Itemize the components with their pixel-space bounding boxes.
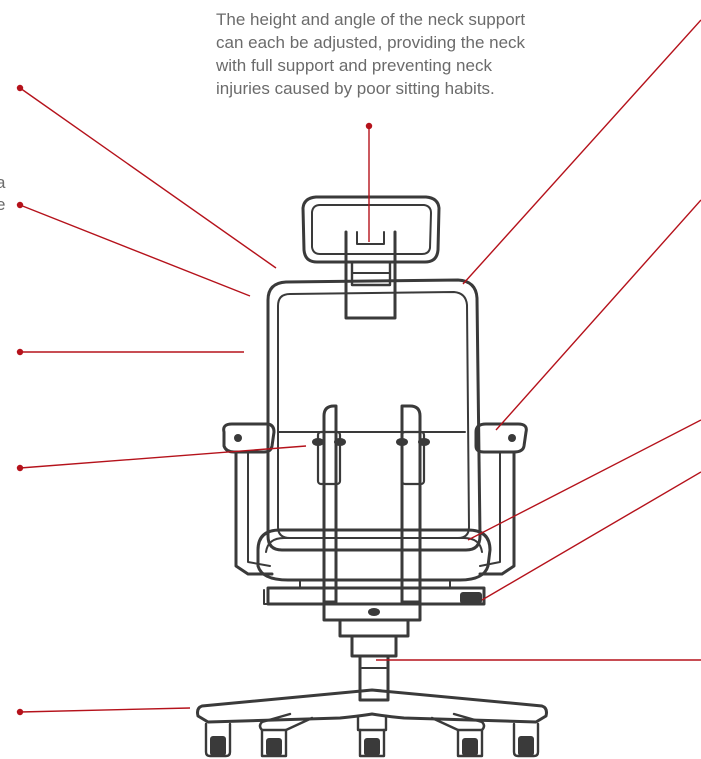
seat	[256, 528, 492, 582]
neck-support-description-line-3: with full support and preventing neck	[216, 56, 492, 75]
five-star-base	[196, 688, 548, 732]
gas-lift	[350, 634, 398, 702]
neck-support-description-line-1: The height and angle of the neck support	[216, 10, 526, 29]
callout-line-backrest-frame	[19, 204, 251, 297]
chair-outline	[196, 195, 548, 758]
backrest	[266, 278, 482, 552]
left-truncated-description: a e	[0, 172, 5, 216]
callout-line-back-top-left	[19, 87, 277, 269]
back-support-frame	[322, 404, 422, 604]
callout-dot-5	[16, 708, 24, 716]
callout-dot-3	[16, 348, 24, 356]
callout-dot-1	[16, 84, 24, 92]
callout-dot-4	[16, 464, 24, 472]
callout-dot-2	[16, 201, 24, 209]
callout-line-armrest	[495, 199, 701, 431]
callout-line-backrest-top-right	[462, 19, 701, 285]
left-truncated-description-line-2: e	[0, 195, 6, 214]
callout-dot-neck-support	[365, 122, 373, 130]
neck-support-description-line-2: can each be adjusted, providing the neck	[216, 33, 526, 52]
callout-dots	[16, 84, 373, 716]
neck-support-description: The height and angle of the neck support…	[216, 8, 576, 100]
seat-mechanism	[263, 579, 486, 638]
headrest	[301, 195, 441, 320]
left-truncated-description-line-1: a	[0, 173, 6, 192]
right-armrest	[474, 422, 528, 576]
callout-lines	[19, 19, 701, 713]
callout-line-base	[19, 707, 191, 713]
callout-line-lumbar-support	[19, 445, 307, 469]
callout-line-seat	[467, 419, 701, 541]
callout-line-seat-adjust-lever	[481, 471, 701, 601]
neck-support-description-line-4: injuries caused by poor sitting habits.	[216, 79, 495, 98]
caster-wheels	[210, 736, 534, 756]
